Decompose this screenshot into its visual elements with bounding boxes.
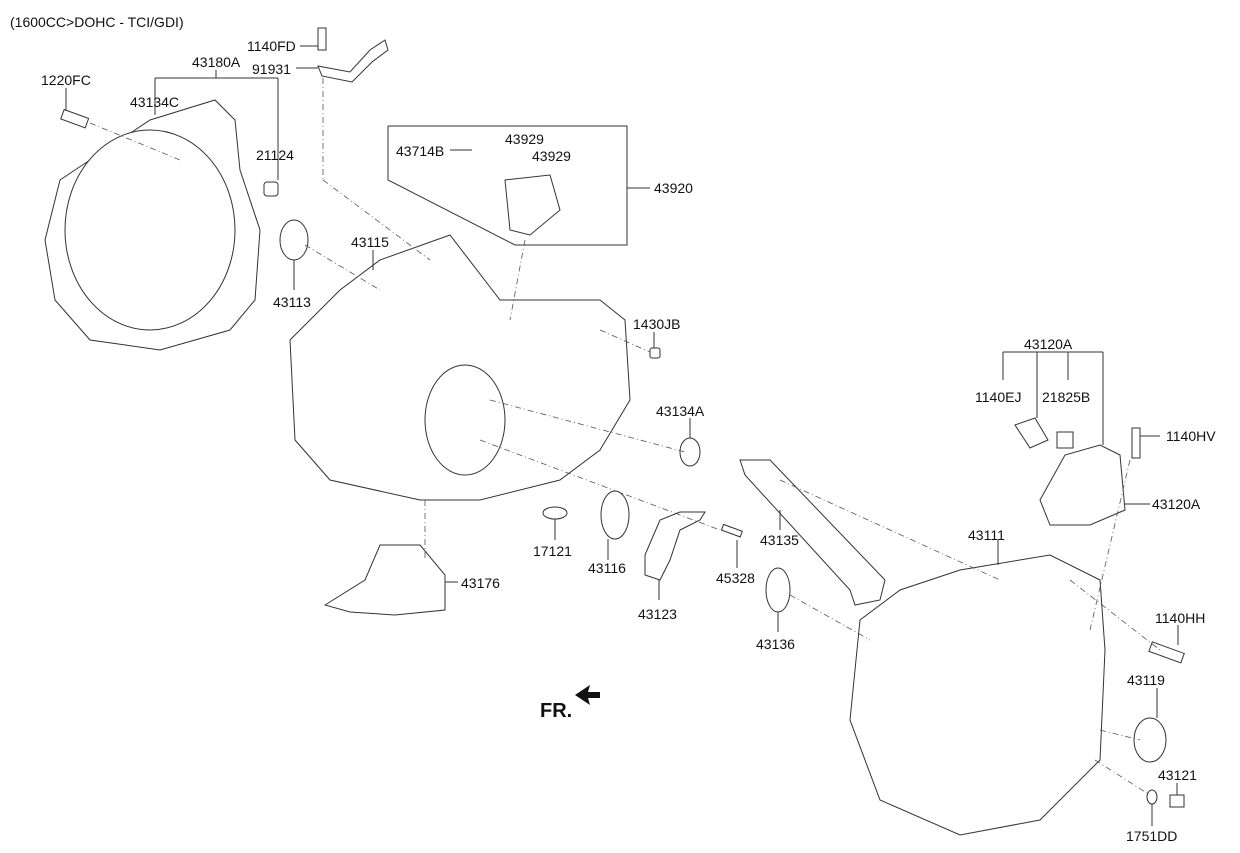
fr-arrow-icon [575,685,600,705]
bolt-1220fc[interactable] [60,108,90,129]
part-label-1140hv[interactable]: 1140HV [1166,428,1216,444]
bracket-43123[interactable] [644,511,706,581]
front-direction-label: FR. [540,700,573,722]
part-label-43929-b[interactable]: 43929 [532,148,571,164]
bracket-plate-1140ej[interactable] [1014,417,1049,449]
bracket-43120a[interactable] [1039,444,1126,526]
insulator-21825b[interactable] [1056,431,1074,449]
part-label-1220fc[interactable]: 1220FC [41,72,91,88]
dowel-21124[interactable] [263,181,279,197]
part-label-43120a-group[interactable]: 43120A [1024,336,1073,352]
seal-43119[interactable] [1133,717,1167,763]
part-label-43111[interactable]: 43111 [968,527,1005,543]
part-label-43176[interactable]: 43176 [461,575,500,591]
bracket-91931[interactable] [317,39,389,83]
mount-43176[interactable] [323,544,446,616]
disc-43136[interactable] [765,567,791,613]
part-label-17121[interactable]: 17121 [533,543,572,559]
part-label-43135[interactable]: 43135 [760,532,799,548]
part-label-45328[interactable]: 45328 [716,570,755,586]
part-label-43123[interactable]: 43123 [638,606,677,622]
assembly-dash-lines [89,78,1161,796]
bolt-1140hh[interactable] [1148,641,1185,664]
shift-lever-bracket[interactable] [504,174,561,236]
part-label-43134c[interactable]: 43134C [130,94,180,110]
part-label-1140hh[interactable]: 1140HH [1155,610,1206,626]
washer-17121[interactable] [542,506,568,520]
seal-43113[interactable] [279,219,309,261]
transaxle-case-43111[interactable] [849,554,1106,836]
part-label-91931[interactable]: 91931 [252,61,291,77]
part-label-43180a[interactable]: 43180A [192,54,241,70]
part-label-21124[interactable]: 21124 [256,147,294,163]
part-label-1751dd[interactable]: 1751DD [1126,828,1178,844]
leader-lines [65,45,1179,826]
plate-43116[interactable] [600,490,630,540]
part-label-43119[interactable]: 43119 [1127,672,1165,688]
part-label-43714b[interactable]: 43714B [396,143,445,159]
bolt-45328[interactable] [720,523,743,538]
bolt-1140fd[interactable] [317,27,327,51]
part-label-21825b[interactable]: 21825B [1042,389,1091,405]
part-label-43136[interactable]: 43136 [756,636,795,652]
diagram-title: (1600CC>DOHC - TCI/GDI) [10,14,184,30]
part-label-43120a[interactable]: 43120A [1152,496,1201,512]
rail-43135[interactable] [739,459,886,606]
plug-43121[interactable] [1169,794,1185,808]
part-label-1430jb[interactable]: 1430JB [633,316,681,332]
dowel-1430jb[interactable] [649,347,661,359]
part-label-43929-a[interactable]: 43929 [505,131,544,147]
bolt-1140hv[interactable] [1131,427,1141,459]
part-label-43115[interactable]: 43115 [351,234,389,250]
gasket-43134c[interactable] [44,99,261,351]
part-label-43116[interactable]: 43116 [588,560,626,576]
seal-43134a[interactable] [679,437,701,467]
part-label-43121[interactable]: 43121 [1158,767,1197,783]
part-label-43920[interactable]: 43920 [654,180,693,196]
part-label-1140fd[interactable]: 1140FD [247,38,296,54]
part-label-43113[interactable]: 43113 [273,294,311,310]
group-frame-43920 [387,125,628,246]
washer-1751dd[interactable] [1146,789,1158,805]
part-label-43134a[interactable]: 43134A [656,403,705,419]
part-label-1140ej[interactable]: 1140EJ [975,389,1022,405]
